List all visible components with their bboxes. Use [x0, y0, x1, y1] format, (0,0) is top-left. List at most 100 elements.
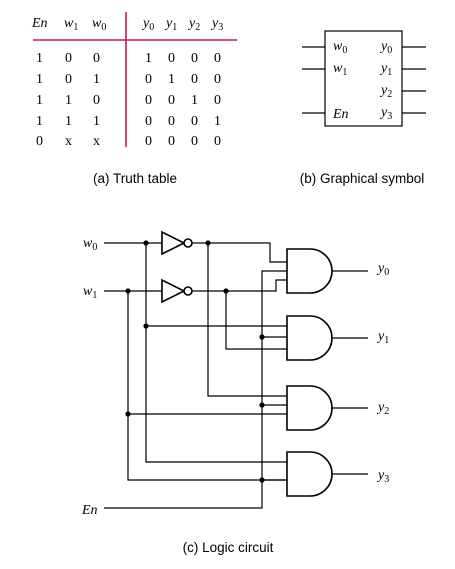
junction-dot	[205, 240, 211, 246]
and-gate-y1	[286, 315, 368, 361]
header-y0: y0	[141, 16, 154, 33]
and-gate-y3-body	[286, 451, 333, 497]
truth-table-cell: 0	[191, 72, 198, 87]
symbol-label-y0: y0	[379, 39, 392, 56]
junction-dots	[125, 240, 265, 483]
junction-dot	[125, 288, 131, 294]
w1-bar-bus	[225, 291, 287, 350]
circuit-label-y1: y1	[376, 329, 389, 346]
truth-table-headers: En w1 w0 y0 y1 y2 y3	[31, 16, 223, 33]
truth-table-cell: 0	[168, 93, 175, 108]
and-gate-y1-body	[286, 315, 333, 361]
symbol-label-y3: y3	[379, 105, 392, 122]
circuit-label-w0: w0	[83, 236, 97, 253]
circuit-label-y3: y3	[376, 468, 389, 485]
circuit-label-y0: y0	[376, 261, 389, 278]
inverter-w0-body	[161, 230, 186, 256]
header-w0: w0	[92, 16, 106, 33]
circuit-label-y2: y2	[376, 400, 389, 417]
junction-dot	[143, 323, 149, 329]
decoder-block	[324, 30, 403, 127]
truth-table-cell: 0	[214, 72, 221, 87]
w0-true-bus	[145, 243, 287, 463]
circuit-label-en: En	[81, 503, 98, 518]
w0-bar-bus	[207, 243, 287, 397]
caption-graphical-symbol: (b) Graphical symbol	[300, 171, 425, 186]
truth-table-cell: x	[93, 134, 100, 149]
w1-bar-to-and0	[200, 279, 287, 292]
truth-table-cell: 1	[214, 114, 221, 129]
truth-table-cell: 0	[168, 114, 175, 129]
junction-dot	[125, 411, 131, 417]
caption-logic-circuit: (c) Logic circuit	[183, 540, 274, 555]
en-input-wire	[104, 479, 287, 509]
en-bus	[261, 270, 287, 480]
truth-table-cell: 1	[168, 72, 175, 87]
truth-table-cell: 0	[214, 134, 221, 149]
truth-table-cell: 0	[168, 51, 175, 66]
truth-table-cell: 1	[65, 93, 72, 108]
header-y2: y2	[187, 16, 200, 33]
truth-table-cell: 0	[93, 51, 100, 66]
truth-table-cell: 1	[36, 72, 43, 87]
truth-table-cell: 0	[191, 114, 198, 129]
bus-wires	[127, 242, 287, 481]
inverter-w0	[161, 230, 200, 256]
header-w1: w1	[64, 16, 78, 33]
symbol-label-w1: w1	[333, 61, 347, 78]
symbol-label-y1: y1	[379, 61, 392, 78]
truth-table-cell: 0	[65, 51, 72, 66]
w1-true-bus	[127, 291, 287, 481]
header-y1: y1	[164, 16, 177, 33]
truth-table: En w1 w0 y0 y1 y2 y3 1 0 0 1 0 0 0 1 0 1 0 1 0 0 1 1 0 0 0…	[31, 12, 237, 149]
and-gate-y3	[286, 451, 368, 497]
truth-table-cell: 1	[36, 51, 43, 66]
w0-bar-to-and0	[200, 242, 287, 263]
junction-dot	[259, 477, 265, 483]
symbol-label-y2: y2	[379, 83, 392, 100]
truth-table-cell: 0	[93, 93, 100, 108]
inverter-w1	[161, 278, 200, 304]
input-wires	[104, 242, 287, 509]
circuit-label-w1: w1	[83, 284, 97, 301]
truth-table-cell: 1	[191, 93, 198, 108]
inverter-w0-bubble	[183, 238, 193, 248]
header-y3: y3	[210, 16, 223, 33]
truth-table-cell: 1	[36, 114, 43, 129]
truth-table-cell: 0	[191, 51, 198, 66]
truth-table-cell: 0	[214, 51, 221, 66]
truth-table-cell: 0	[191, 134, 198, 149]
truth-table-cell: 1	[93, 72, 100, 87]
truth-table-cell: 1	[145, 51, 152, 66]
inverter-w1-bubble	[183, 286, 193, 296]
junction-dot	[259, 334, 265, 340]
and-gate-y0	[286, 248, 368, 294]
and-gate-y0-body	[286, 248, 333, 294]
logic-circuit: w0 w1 En y0 y1 y2 y3	[81, 230, 389, 518]
and-gate-y2	[286, 385, 368, 431]
truth-table-cell: 0	[145, 134, 152, 149]
truth-table-cell: 0	[145, 72, 152, 87]
header-en: En	[31, 16, 48, 31]
graphical-symbol: w0 w1 En y0 y1 y2 y3	[302, 30, 426, 127]
truth-table-cell: 0	[145, 114, 152, 129]
truth-table-cell: 0	[214, 93, 221, 108]
truth-table-cell: 1	[36, 93, 43, 108]
truth-table-cell: 1	[93, 114, 100, 129]
symbol-label-w0: w0	[333, 39, 347, 56]
inverter-w1-body	[161, 278, 186, 304]
truth-table-cell: 0	[168, 134, 175, 149]
truth-table-body: 1 0 0 1 0 0 0 1 0 1 0 1 0 0 1 1 0 0 0 1 0 1 1 1 0 0 0 1 0 x x 0 0 0 0	[36, 51, 221, 149]
junction-dot	[223, 288, 229, 294]
junction-dot	[259, 402, 265, 408]
and-gate-y2-body	[286, 385, 333, 431]
truth-table-cell: 0	[36, 134, 43, 149]
truth-table-cell: 1	[65, 114, 72, 129]
truth-table-cell: 0	[145, 93, 152, 108]
junction-dot	[143, 240, 149, 246]
symbol-label-en: En	[332, 107, 349, 122]
truth-table-cell: 0	[65, 72, 72, 87]
caption-truth-table: (a) Truth table	[93, 171, 177, 186]
truth-table-cell: x	[65, 134, 72, 149]
